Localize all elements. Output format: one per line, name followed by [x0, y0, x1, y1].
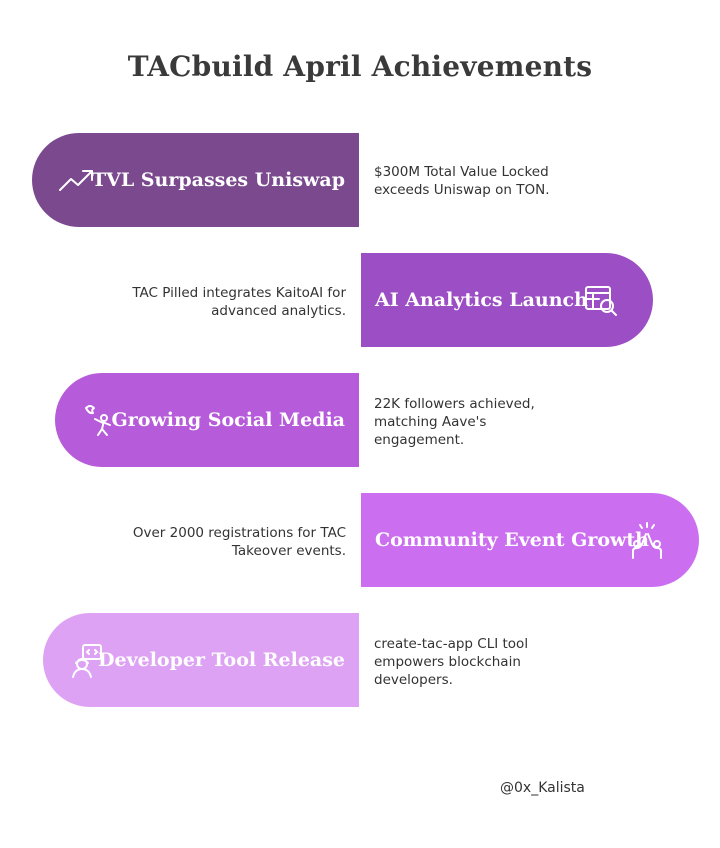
achievement-description: create-tac-app CLI tool empowers blockch…	[374, 636, 529, 688]
high-five-icon	[627, 520, 667, 560]
achievement-description: $300M Total Value Locked exceeds Uniswap…	[374, 164, 550, 198]
person-bird-icon	[79, 400, 119, 440]
achievement-pill-developer: Developer Tool Release	[43, 613, 359, 707]
achievement-label: Growing Social Media	[111, 409, 345, 431]
table-search-icon	[581, 280, 621, 320]
trending-up-icon	[56, 160, 96, 200]
achievement-pill-community: Community Event Growth	[361, 493, 699, 587]
achievement-label: TVL Surpasses Uniswap	[91, 169, 345, 191]
achievement-label: Developer Tool Release	[98, 649, 345, 671]
achievement-pill-tvl: TVL Surpasses Uniswap	[32, 133, 359, 227]
achievement-description: 22K followers achieved, matching Aave's …	[374, 396, 535, 448]
achievement-pill-ai: AI Analytics Launch	[361, 253, 653, 347]
achievement-description: Over 2000 registrations for TAC Takeover…	[132, 525, 346, 559]
achievement-description: TAC Pilled integrates KaitoAI for advanc…	[132, 285, 346, 319]
author-handle: @0x_Kalista	[500, 780, 585, 796]
page-title: TACbuild April Achievements	[127, 50, 593, 83]
achievement-label: AI Analytics Launch	[375, 289, 588, 311]
achievement-pill-social: Growing Social Media	[55, 373, 359, 467]
developer-icon	[67, 640, 107, 680]
achievement-label: Community Event Growth	[375, 529, 649, 551]
